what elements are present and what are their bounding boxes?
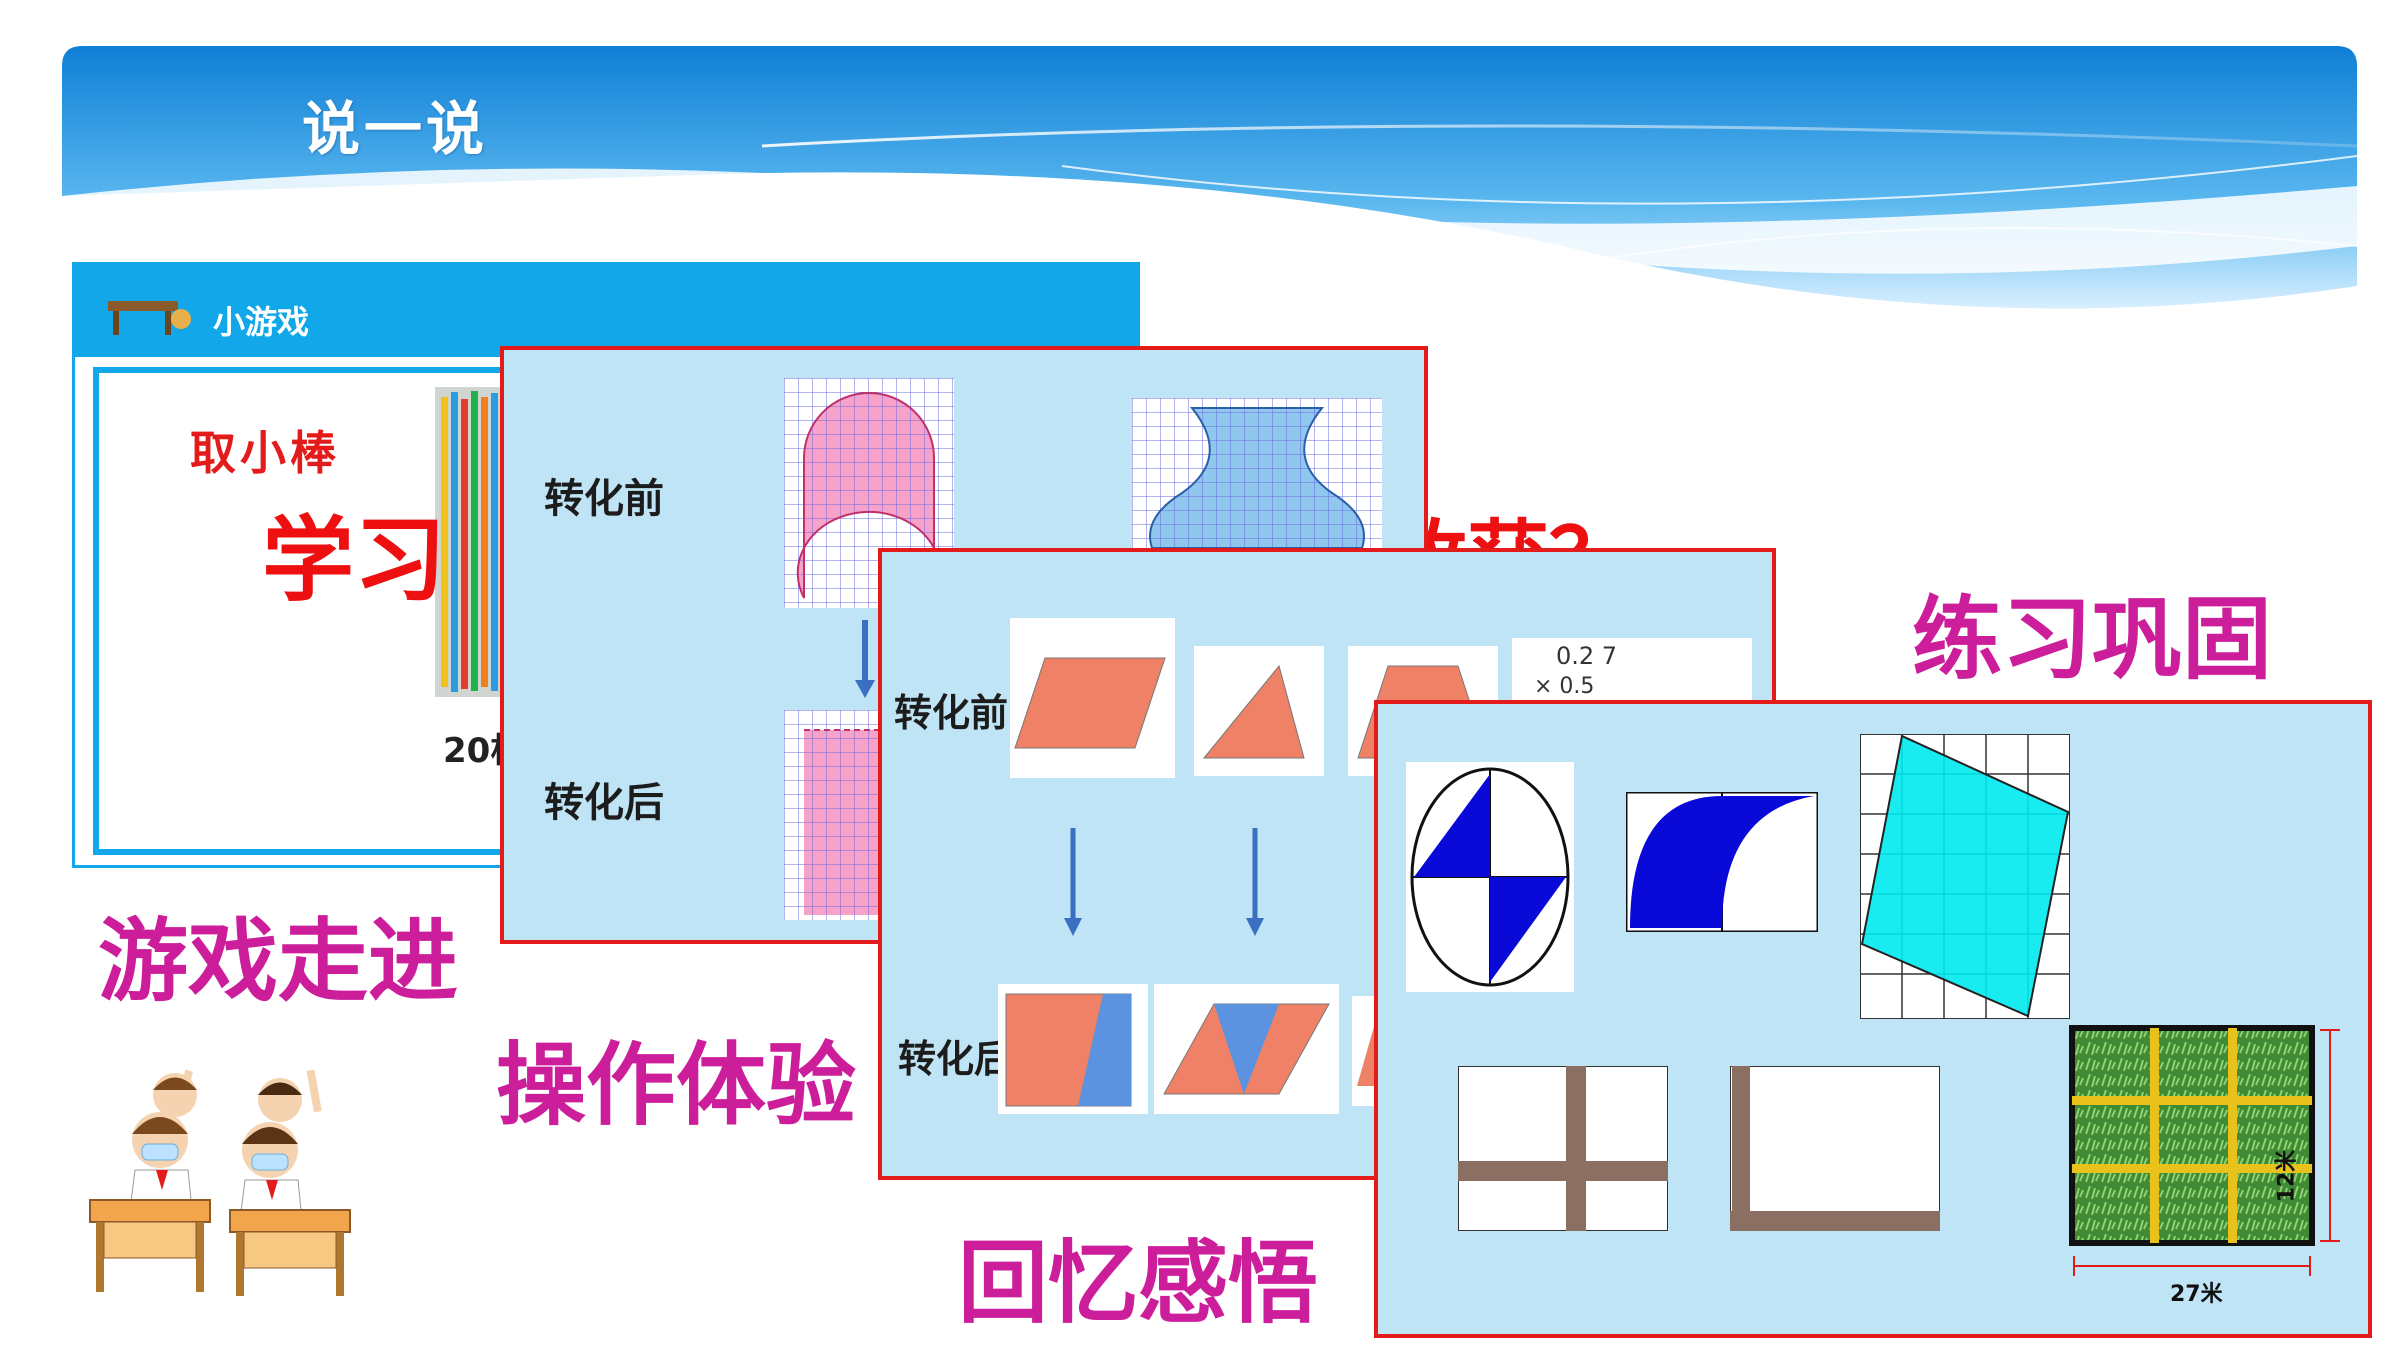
parallelogram-shape [1010, 618, 1175, 778]
page-title: 说一说 [302, 95, 489, 163]
label-practice: 练习巩固 [1912, 587, 2272, 692]
calc-line1: 0.2 7 [1556, 642, 1618, 670]
rectangle-converted-shape [998, 984, 1148, 1114]
operate-before-label: 转化前 [544, 476, 664, 522]
label-recall: 回忆感悟 [958, 1231, 1318, 1336]
calc-line2: × 0.5 [1534, 674, 1595, 699]
desk-icon [108, 301, 191, 335]
game-name: 取小棒 [190, 426, 340, 480]
students-illustration [89, 1069, 351, 1296]
arc-rectangle-shape [1626, 792, 1818, 932]
recall-before-label: 转化前 [894, 691, 1009, 735]
arrow-down-icon [1246, 828, 1264, 936]
field-height-label: 12米 [2274, 1149, 2300, 1203]
circle-quadrant-shape [1406, 762, 1574, 992]
triangle-shape [1194, 646, 1324, 776]
header-banner [62, 46, 2357, 309]
cross-path-shape [1458, 1066, 1668, 1231]
arrow-down-icon [855, 620, 875, 698]
operate-after-label: 转化后 [544, 780, 664, 826]
game-card-title: 小游戏 [213, 303, 310, 341]
recall-after-label: 转化后 [898, 1037, 1013, 1081]
arrow-down-icon [1064, 828, 1082, 936]
game-header-bar [75, 265, 1137, 357]
grass-field-shape [2069, 1025, 2340, 1276]
field-width-label: 27米 [2166, 1276, 2227, 1308]
tilted-square-grid-shape [1860, 734, 2070, 1019]
label-game: 游戏走进 [98, 909, 458, 1014]
label-learn: 学习 [262, 507, 447, 614]
calc-box: 0.2 7 × 0.5 [1512, 638, 1752, 708]
parallelogram-converted-shape [1154, 984, 1339, 1114]
grid-vase-shape [1132, 398, 1382, 548]
label-operate: 操作体验 [496, 1033, 856, 1138]
l-path-shape [1730, 1066, 1940, 1231]
card-practice[interactable]: 12米 27米 [1374, 700, 2372, 1338]
